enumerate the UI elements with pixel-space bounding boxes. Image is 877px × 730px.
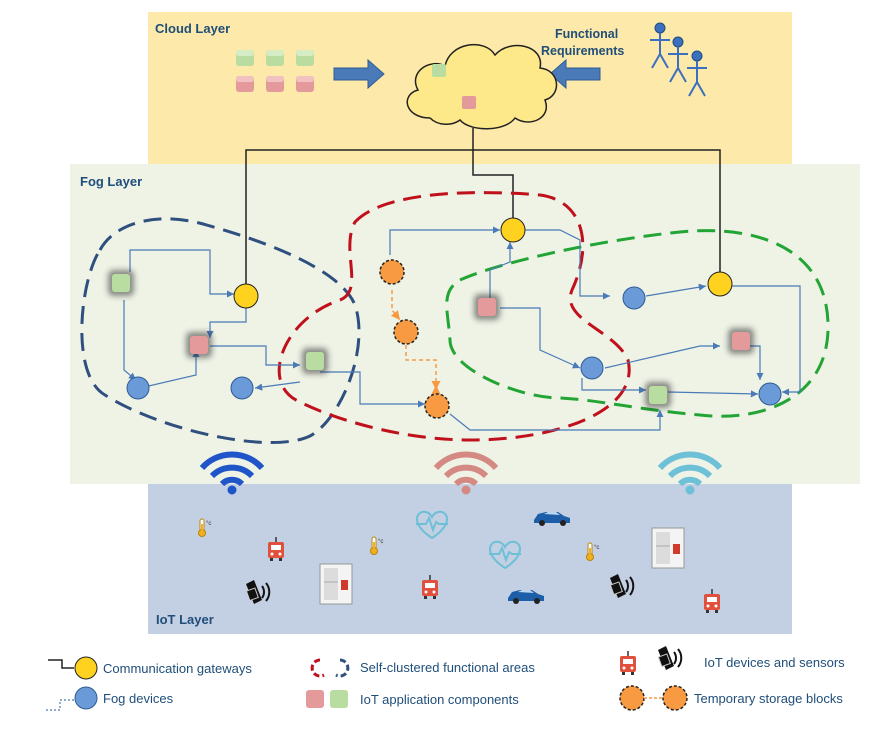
gateway-node[interactable]	[500, 217, 526, 243]
fog-device-legend-icon	[74, 686, 98, 710]
gateway-node[interactable]	[233, 283, 259, 309]
cube-icon	[296, 50, 314, 66]
storage-block-node[interactable]	[393, 319, 419, 345]
component-cube-green[interactable]	[108, 270, 134, 296]
component-cube-red[interactable]	[186, 332, 212, 358]
legend-gateways: Communication gateways	[103, 661, 252, 676]
legend-storage: Temporary storage blocks	[694, 691, 843, 706]
refrigerator-icon	[319, 563, 353, 605]
cluster-blue-outline	[80, 217, 361, 444]
cube-icon	[236, 76, 254, 92]
cube-icon	[296, 76, 314, 92]
legend-clusters: Self-clustered functional areas	[360, 660, 535, 675]
cloud-gateway-links	[245, 128, 721, 294]
cube-icon	[306, 690, 324, 708]
cube-icon	[236, 50, 254, 66]
cube-icon	[266, 50, 284, 66]
arrow-left-icon	[549, 58, 601, 90]
fog-device-node[interactable]	[758, 382, 782, 406]
arrow-right-icon	[333, 58, 385, 90]
bus-icon	[619, 650, 637, 676]
smartwatch-icon	[657, 645, 683, 671]
iot-layer	[148, 484, 792, 634]
fog-links	[123, 226, 801, 431]
gateway-link-icon	[48, 659, 74, 669]
storage-block-node[interactable]	[424, 393, 450, 419]
fog-device-node[interactable]	[622, 286, 646, 310]
fog-layer-title: Fog Layer	[80, 174, 142, 189]
storage-legend-icon	[619, 685, 645, 711]
fog-layer	[70, 164, 860, 484]
gateway-legend-icon	[74, 656, 98, 680]
cube-icon	[266, 76, 284, 92]
requirements-label-line1: Functional	[555, 27, 618, 41]
cube-icon	[330, 690, 348, 708]
cloud-layer-title: Cloud Layer	[155, 21, 230, 36]
cluster-blue-legend-icon	[335, 658, 350, 678]
storage-block-node[interactable]	[379, 259, 405, 285]
requirements-label-line2: Requirements	[541, 44, 624, 58]
component-cube-green[interactable]	[645, 382, 671, 408]
storage-legend-icon	[662, 685, 688, 711]
legend: Communication gateways Fog devices Self-…	[46, 645, 845, 711]
component-cube-red[interactable]	[728, 328, 754, 354]
cluster-green-outline	[445, 229, 830, 418]
refrigerator-icon	[651, 527, 685, 569]
fog-device-node[interactable]	[126, 376, 150, 400]
gateway-node[interactable]	[707, 271, 733, 297]
cluster-red-legend-icon	[310, 658, 325, 678]
component-cube-red[interactable]	[474, 294, 500, 320]
fog-link-icon	[46, 699, 74, 711]
cluster-red-outline	[277, 191, 631, 442]
cloud-icon	[406, 43, 558, 130]
cube-icon	[462, 96, 476, 109]
iot-layer-title: IoT Layer	[156, 612, 214, 627]
component-cubes-group	[236, 50, 314, 92]
legend-iot-devices: IoT devices and sensors	[704, 655, 845, 670]
legend-fog-devices: Fog devices	[103, 691, 174, 706]
cube-icon	[432, 64, 446, 77]
component-cube-green[interactable]	[302, 348, 328, 374]
fog-device-node[interactable]	[580, 356, 604, 380]
legend-components: IoT application components	[360, 692, 519, 707]
fog-device-node[interactable]	[230, 376, 254, 400]
